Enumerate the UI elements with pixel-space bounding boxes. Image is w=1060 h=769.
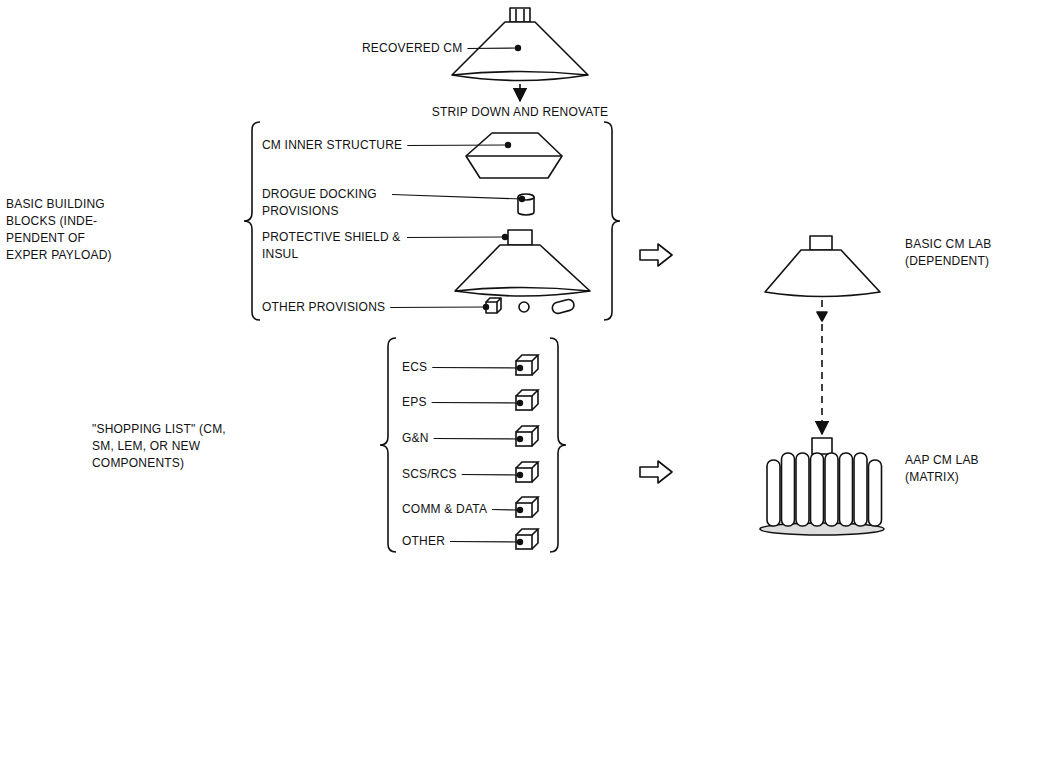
leader-dot [505,142,511,148]
component-box-face [516,396,532,410]
inner-structure-edge [466,155,562,157]
leader-line [462,474,520,476]
component-box [516,529,538,549]
drogue-figure [518,194,534,215]
part-label: PROTECTIVE SHIELD & INSUL [262,229,402,263]
aap-lab-tower [812,438,832,454]
component-box-face [516,432,532,446]
part-label: OTHER PROVISIONS [262,299,385,316]
component-label: SCS/RCS [402,466,457,483]
component-box-edge [516,529,538,549]
aap-lab-cylinder [869,460,882,526]
shield-tower [508,230,532,245]
component-box-face [516,361,532,375]
leader-line [407,144,508,146]
result-label: BASIC CM LAB (DEPENDENT) [905,236,1015,270]
component-box-edge [516,497,538,517]
provision-cylinder [551,298,575,314]
aap-lab-cylinder [796,453,809,526]
aap-lab-cylinder [767,460,780,526]
component-box [516,497,538,517]
leader-line [450,541,520,543]
aap-lab-cylinder [782,453,795,526]
part-label: RECOVERED CM [362,40,462,57]
protective-shield-figure [455,230,590,296]
leader-dot [502,234,508,240]
leader-dot [517,472,523,478]
recovered-cm-figure [452,8,588,81]
leader-dot [517,539,523,545]
component-box [516,462,538,482]
component-box-face [516,468,532,482]
aap-lab-cylinder [811,453,824,526]
bracket [550,338,566,552]
cm-tower [510,8,530,22]
component-label: G&N [402,430,429,447]
cm-tower-line [523,9,525,21]
leader-line [390,306,486,308]
component-box [516,390,538,410]
provision-sphere [519,302,529,312]
lab-tower [810,236,832,250]
component-box-edge [516,462,538,482]
component-box-edge [516,426,538,446]
leader-dot [515,45,521,51]
leader-line [467,47,518,49]
component-box-edge [516,390,538,410]
cm-heat-shield [452,72,588,76]
component-label: ECS [402,359,427,376]
shield-base [455,288,590,292]
component-box [516,355,538,375]
group-label: BASIC BUILDING BLOCKS (INDE- PENDENT OF … [6,196,122,264]
leader-dot [519,196,525,202]
leader-dot [517,507,523,513]
leader-line [392,195,522,200]
flow-arrow [519,84,521,101]
step-label: STRIP DOWN AND RENOVATE [432,104,609,121]
inner-structure-figure [466,133,562,178]
bracket [244,122,260,320]
component-box-face [516,503,532,517]
leader-line [492,509,520,511]
leader-line [432,367,520,369]
aap-lab-cylinder [854,453,867,526]
hollow-arrow [640,244,672,266]
basic-cm-lab-figure [765,236,880,297]
bracket [604,122,620,320]
leader-dot [517,365,523,371]
result-label: AAP CM LAB (MATRIX) [905,452,1015,486]
shield-body [455,245,590,296]
part-label: CM INNER STRUCTURE [262,137,402,154]
leader-dot [483,304,489,310]
component-label: COMM & DATA [402,501,487,518]
cm-tower-line [515,9,517,21]
leader-line [432,402,520,404]
aap-lab-cylinder [840,453,853,526]
leader-line [434,438,520,440]
leader-dot [517,400,523,406]
leader-line [407,236,505,238]
leader-dot [517,436,523,442]
component-label: EPS [402,394,427,411]
component-box-face [516,535,532,549]
component-label: OTHER [402,533,445,550]
hollow-arrow [640,461,672,483]
dashed-arrow-head [817,312,827,321]
cm-body [452,22,588,81]
group-label: "SHOPPING LIST" (CM, SM, LEM, OR NEW COM… [92,421,227,472]
lab-body [765,250,880,297]
aap-lab-cylinder [825,453,838,526]
part-label: DROGUE DOCKING PROVISIONS [262,186,387,220]
component-box-edge [516,355,538,375]
bracket [380,338,396,552]
component-box [516,426,538,446]
other-provisions-figure [486,298,575,315]
